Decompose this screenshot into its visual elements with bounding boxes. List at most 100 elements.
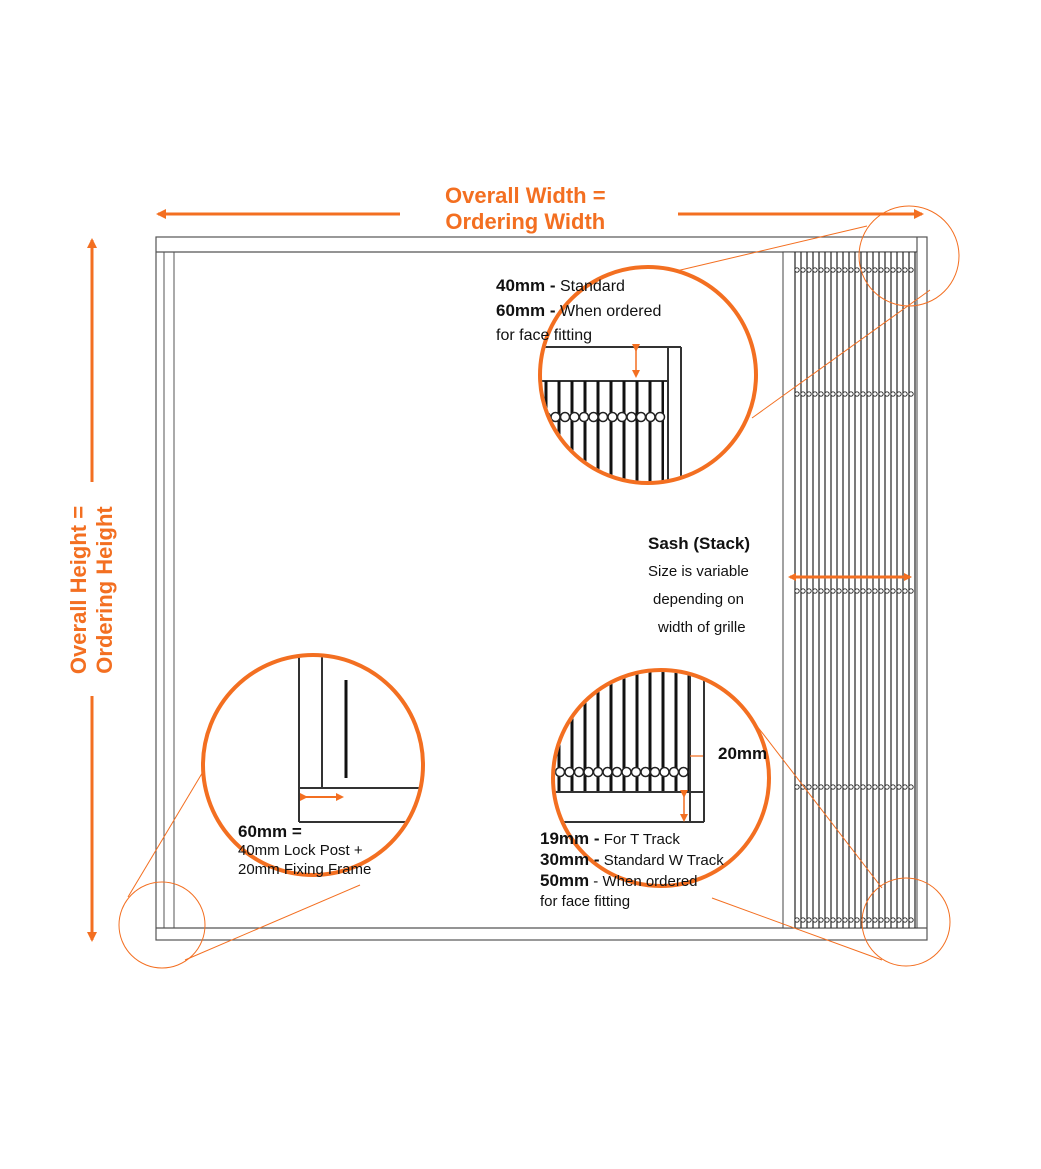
bottom-callout-text: 19mm - For T Track 30mm - Standard W Tra…	[540, 829, 724, 912]
w-track-value: 30mm -	[540, 850, 600, 869]
rivet	[836, 267, 842, 273]
rivet	[878, 588, 884, 594]
rivet	[654, 411, 666, 423]
sash-rivet-rows	[794, 267, 914, 923]
rivet	[854, 784, 860, 790]
face-fit-value: 50mm	[540, 871, 590, 890]
callout-connectors	[118, 205, 960, 969]
rivet	[818, 917, 824, 923]
rivet	[902, 588, 908, 594]
top-callout-face-text-2: for face fitting	[496, 327, 593, 344]
rivet	[878, 391, 884, 397]
rivet	[794, 267, 800, 273]
left-callout-text: 60mm = 40mm Lock Post + 20mm Fixing Fram…	[238, 822, 371, 879]
rivet	[806, 588, 812, 594]
rivet	[635, 411, 647, 423]
rivet	[824, 391, 830, 397]
rivet	[848, 267, 854, 273]
rivet	[559, 411, 571, 423]
rivet	[860, 391, 866, 397]
left-callout-line-1: 60mm =	[238, 822, 302, 841]
rivet	[640, 766, 651, 778]
rivet	[645, 411, 656, 423]
t-track-text: For T Track	[599, 831, 680, 848]
rivet	[842, 391, 848, 397]
rivet	[848, 784, 854, 790]
rivet	[583, 766, 594, 778]
rivet	[902, 784, 908, 790]
rivet	[818, 267, 824, 273]
rivet	[794, 391, 800, 397]
rivet	[806, 267, 812, 273]
rivet	[836, 917, 842, 923]
rivet	[830, 391, 836, 397]
rivet	[611, 766, 623, 778]
rivet	[649, 766, 661, 778]
rivet	[860, 784, 866, 790]
rivet	[884, 391, 890, 397]
rivet	[872, 588, 878, 594]
rivet	[866, 391, 872, 397]
t-track-value: 19mm -	[540, 829, 600, 848]
rivet	[626, 411, 637, 423]
rivet	[824, 588, 830, 594]
rivet	[884, 588, 890, 594]
rivet	[872, 784, 878, 790]
rivet	[878, 917, 884, 923]
overall-width-label: Overall Width = Ordering Width	[445, 183, 606, 235]
sash-label: Sash (Stack) Size is variable depending …	[648, 530, 750, 642]
rivet	[597, 411, 609, 423]
rivet	[588, 411, 599, 423]
left-callout-line-2: 40mm Lock Post +	[238, 842, 363, 859]
rivet	[890, 784, 896, 790]
rivet	[818, 391, 824, 397]
rivet	[812, 917, 818, 923]
rivet	[806, 917, 812, 923]
rivet	[890, 391, 896, 397]
rivet	[578, 411, 590, 423]
rivet	[908, 588, 914, 594]
rivet	[836, 391, 842, 397]
rivet	[896, 784, 902, 790]
top-callout-face-value: 60mm -	[496, 301, 556, 320]
rivet	[854, 267, 860, 273]
rivet	[800, 917, 806, 923]
rivet	[854, 917, 860, 923]
rivet	[908, 267, 914, 273]
rivet	[908, 391, 914, 397]
rivet	[659, 766, 670, 778]
rivet	[842, 784, 848, 790]
rivet	[678, 766, 689, 778]
left-zoom-callout	[201, 653, 425, 877]
height-label-line-1: Overall Height =	[66, 505, 91, 675]
rivet	[872, 391, 878, 397]
rivet	[866, 267, 872, 273]
rivet	[866, 784, 872, 790]
rivet	[812, 391, 818, 397]
rivet	[908, 917, 914, 923]
rivet	[896, 391, 902, 397]
rivet	[812, 267, 818, 273]
left-callout-line-3: 20mm Fixing Frame	[238, 861, 372, 878]
face-fit-text: - When ordered	[589, 873, 698, 890]
rivet	[878, 784, 884, 790]
rivet	[836, 784, 842, 790]
rivet	[824, 784, 830, 790]
face-fit-text-2: for face fitting	[540, 893, 631, 910]
rivet	[884, 267, 890, 273]
rivet	[854, 391, 860, 397]
rivet	[794, 784, 800, 790]
rivet	[630, 766, 642, 778]
rivet	[668, 766, 680, 778]
rivet	[592, 766, 604, 778]
rivet	[800, 391, 806, 397]
rivet	[902, 391, 908, 397]
sash-line-2: depending on	[653, 591, 744, 608]
height-label-line-2: Ordering Height	[92, 506, 117, 674]
rivet	[842, 917, 848, 923]
rivet	[812, 784, 818, 790]
rivet	[555, 766, 566, 778]
rivet	[830, 917, 836, 923]
rivet	[848, 917, 854, 923]
